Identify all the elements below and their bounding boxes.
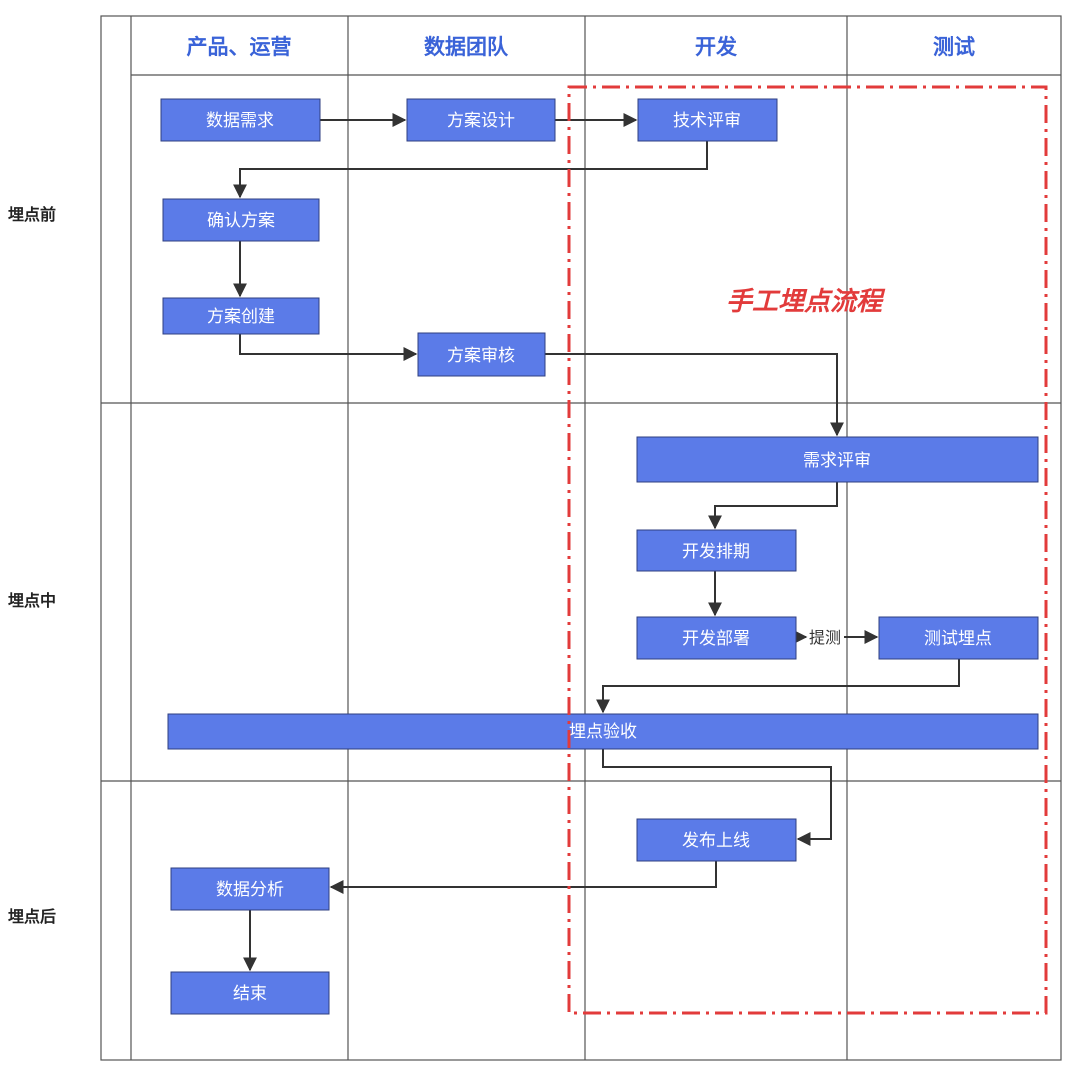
lane-header-dev: 开发	[695, 35, 738, 59]
node-label: 技术评审	[673, 111, 741, 131]
node-box	[636, 529, 797, 572]
node-label: 开发部署	[682, 629, 750, 649]
node-label: 确认方案	[207, 211, 275, 231]
node-label: 开发排期	[682, 542, 750, 562]
edge-label-submit-test: 提测	[809, 628, 841, 647]
phase-label-during: 埋点中	[8, 591, 56, 610]
node-label: 需求评审	[803, 451, 871, 471]
connectors	[233, 113, 960, 972]
node-label: 测试埋点	[924, 629, 992, 649]
node-label: 方案审核	[447, 346, 515, 366]
node-box	[636, 616, 797, 660]
node-plan-design[interactable]: 方案设计	[406, 98, 556, 142]
phase-label-after: 埋点后	[8, 907, 56, 926]
node-acceptance[interactable]: 埋点验收	[167, 713, 1039, 750]
node-label: 方案设计	[447, 111, 515, 131]
node-dev-deploy[interactable]: 开发部署	[636, 616, 797, 660]
node-box	[162, 198, 320, 242]
node-confirm-plan[interactable]: 确认方案	[162, 198, 320, 242]
node-label: 数据需求	[206, 111, 274, 131]
node-end[interactable]: 结束	[170, 971, 330, 1015]
node-box	[170, 867, 330, 911]
node-box	[636, 818, 797, 862]
node-box	[637, 98, 778, 142]
lane-header-test: 测试	[933, 35, 975, 59]
node-box	[878, 616, 1039, 660]
node-test-tracking[interactable]: 测试埋点	[878, 616, 1039, 660]
node-data-demand[interactable]: 数据需求	[160, 98, 321, 142]
node-plan-audit[interactable]: 方案审核	[417, 332, 546, 377]
node-dev-schedule[interactable]: 开发排期	[636, 529, 797, 572]
node-box	[160, 98, 321, 142]
node-label: 数据分析	[216, 880, 284, 900]
node-label: 发布上线	[682, 831, 750, 851]
node-tech-review[interactable]: 技术评审	[637, 98, 778, 142]
outer-frame	[100, 15, 1062, 1061]
edge-create-to-audit	[239, 334, 418, 361]
edge-release-to-analysis	[329, 861, 717, 894]
edge-req-review-to-schedule	[708, 482, 838, 530]
node-box	[636, 436, 1039, 483]
node-box	[417, 332, 546, 377]
manual-process-label: 手工埋点流程	[726, 287, 886, 317]
node-data-analysis[interactable]: 数据分析	[170, 867, 330, 911]
node-label: 结束	[233, 984, 267, 1004]
node-box	[170, 971, 330, 1015]
node-box	[167, 713, 1039, 750]
edge-audit-to-req-review	[545, 353, 844, 437]
node-box	[162, 297, 320, 335]
lane-header-product: 产品、运营	[187, 35, 292, 59]
node-label: 方案创建	[207, 307, 275, 327]
lane-header-data-team: 数据团队	[424, 35, 509, 59]
node-label: 埋点验收	[569, 722, 637, 742]
edge-review-to-confirm	[233, 141, 708, 199]
node-release[interactable]: 发布上线	[636, 818, 797, 862]
phase-label-before: 埋点前	[8, 205, 56, 224]
edge-test-to-acceptance	[596, 659, 960, 714]
edge-acceptance-to-release	[602, 749, 832, 846]
node-box	[406, 98, 556, 142]
node-plan-create[interactable]: 方案创建	[162, 297, 320, 335]
node-req-review[interactable]: 需求评审	[636, 436, 1039, 483]
manual-process-frame	[567, 85, 1048, 1015]
